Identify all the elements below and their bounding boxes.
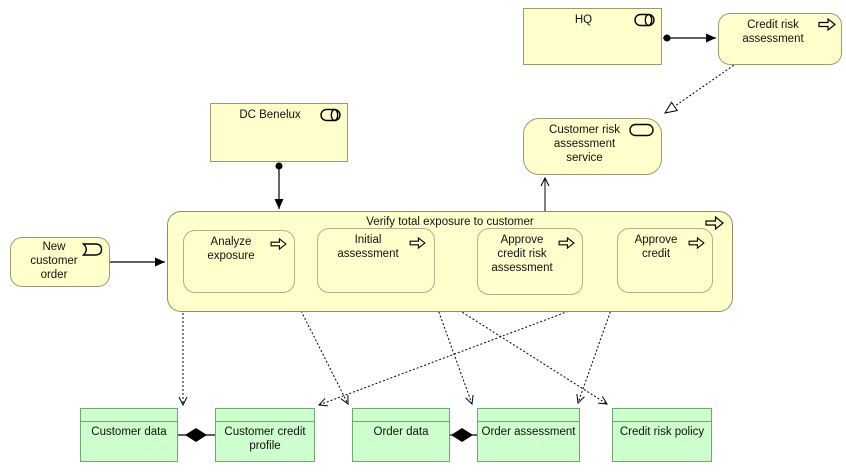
business-event-icon — [82, 243, 103, 256]
node-dc-benelux[interactable]: DC Benelux — [210, 103, 348, 162]
node-customer-credit-profile[interactable]: Customer credit profile — [215, 408, 315, 462]
node-label: Initial assessment — [337, 234, 399, 261]
node-customer-risk-assessment-service[interactable]: Customer risk assessment service — [523, 118, 662, 175]
node-label: Customer data — [91, 426, 167, 438]
business-process-icon — [705, 216, 724, 230]
node-label: Credit risk assessment — [742, 19, 804, 46]
rel-access-initial-credit-risk-policy[interactable] — [431, 292, 608, 405]
business-process-icon — [270, 238, 287, 250]
rel-assignment-dc-benelux-verify[interactable] — [274, 162, 284, 210]
node-credit-risk-assessment[interactable]: Credit risk assessment — [718, 13, 842, 65]
node-hq[interactable]: HQ — [523, 8, 662, 65]
rel-realization-credit-risk-assessment-service[interactable] — [665, 62, 738, 113]
data-object-band — [478, 409, 579, 422]
node-approve-credit-risk-assessment[interactable]: Approve credit risk assessment — [477, 228, 583, 295]
node-label: New customer order — [30, 241, 78, 282]
node-label: Credit risk policy — [619, 426, 705, 438]
node-label: HQ — [574, 14, 593, 26]
container-title: Verify total exposure to customer — [366, 216, 534, 228]
node-initial-assessment[interactable]: Initial assessment — [317, 228, 435, 293]
data-object-band — [81, 409, 177, 422]
business-process-icon — [558, 237, 575, 249]
node-order-data[interactable]: Order data — [352, 408, 450, 462]
business-role-icon — [634, 13, 655, 27]
node-label: Analyze exposure — [207, 236, 255, 263]
node-approve-credit[interactable]: Approve credit — [617, 228, 713, 293]
node-label: Customer risk assessment service — [549, 124, 620, 165]
data-object-band — [353, 409, 449, 422]
data-object-band — [613, 409, 711, 422]
node-customer-data[interactable]: Customer data — [80, 408, 178, 462]
node-new-customer-order[interactable]: New customer order — [10, 237, 110, 287]
node-label: Order data — [373, 426, 429, 438]
node-label: Customer credit profile — [224, 426, 306, 453]
business-process-icon — [818, 18, 836, 31]
node-credit-risk-policy[interactable]: Credit risk policy — [612, 408, 712, 462]
node-label: Approve credit risk assessment — [491, 234, 553, 275]
business-process-icon — [688, 237, 705, 249]
node-label: DC Benelux — [239, 109, 301, 121]
data-object-band — [216, 409, 314, 422]
node-order-assessment[interactable]: Order assessment — [477, 408, 580, 462]
rel-aggregation-customer-data-customer-credit-profile[interactable] — [178, 428, 215, 442]
node-label: Order assessment — [481, 426, 576, 438]
rel-access-approve-credit-order-assessment[interactable] — [576, 292, 618, 405]
node-analyze-exposure[interactable]: Analyze exposure — [183, 230, 295, 293]
business-process-icon — [409, 237, 426, 249]
business-role-icon — [320, 108, 341, 122]
rel-aggregation-order-data-order-assessment[interactable] — [450, 428, 477, 442]
business-service-icon — [629, 123, 654, 137]
rel-assignment-hq-credit-risk-assessment[interactable] — [663, 33, 716, 43]
node-label: Approve credit — [634, 234, 678, 261]
